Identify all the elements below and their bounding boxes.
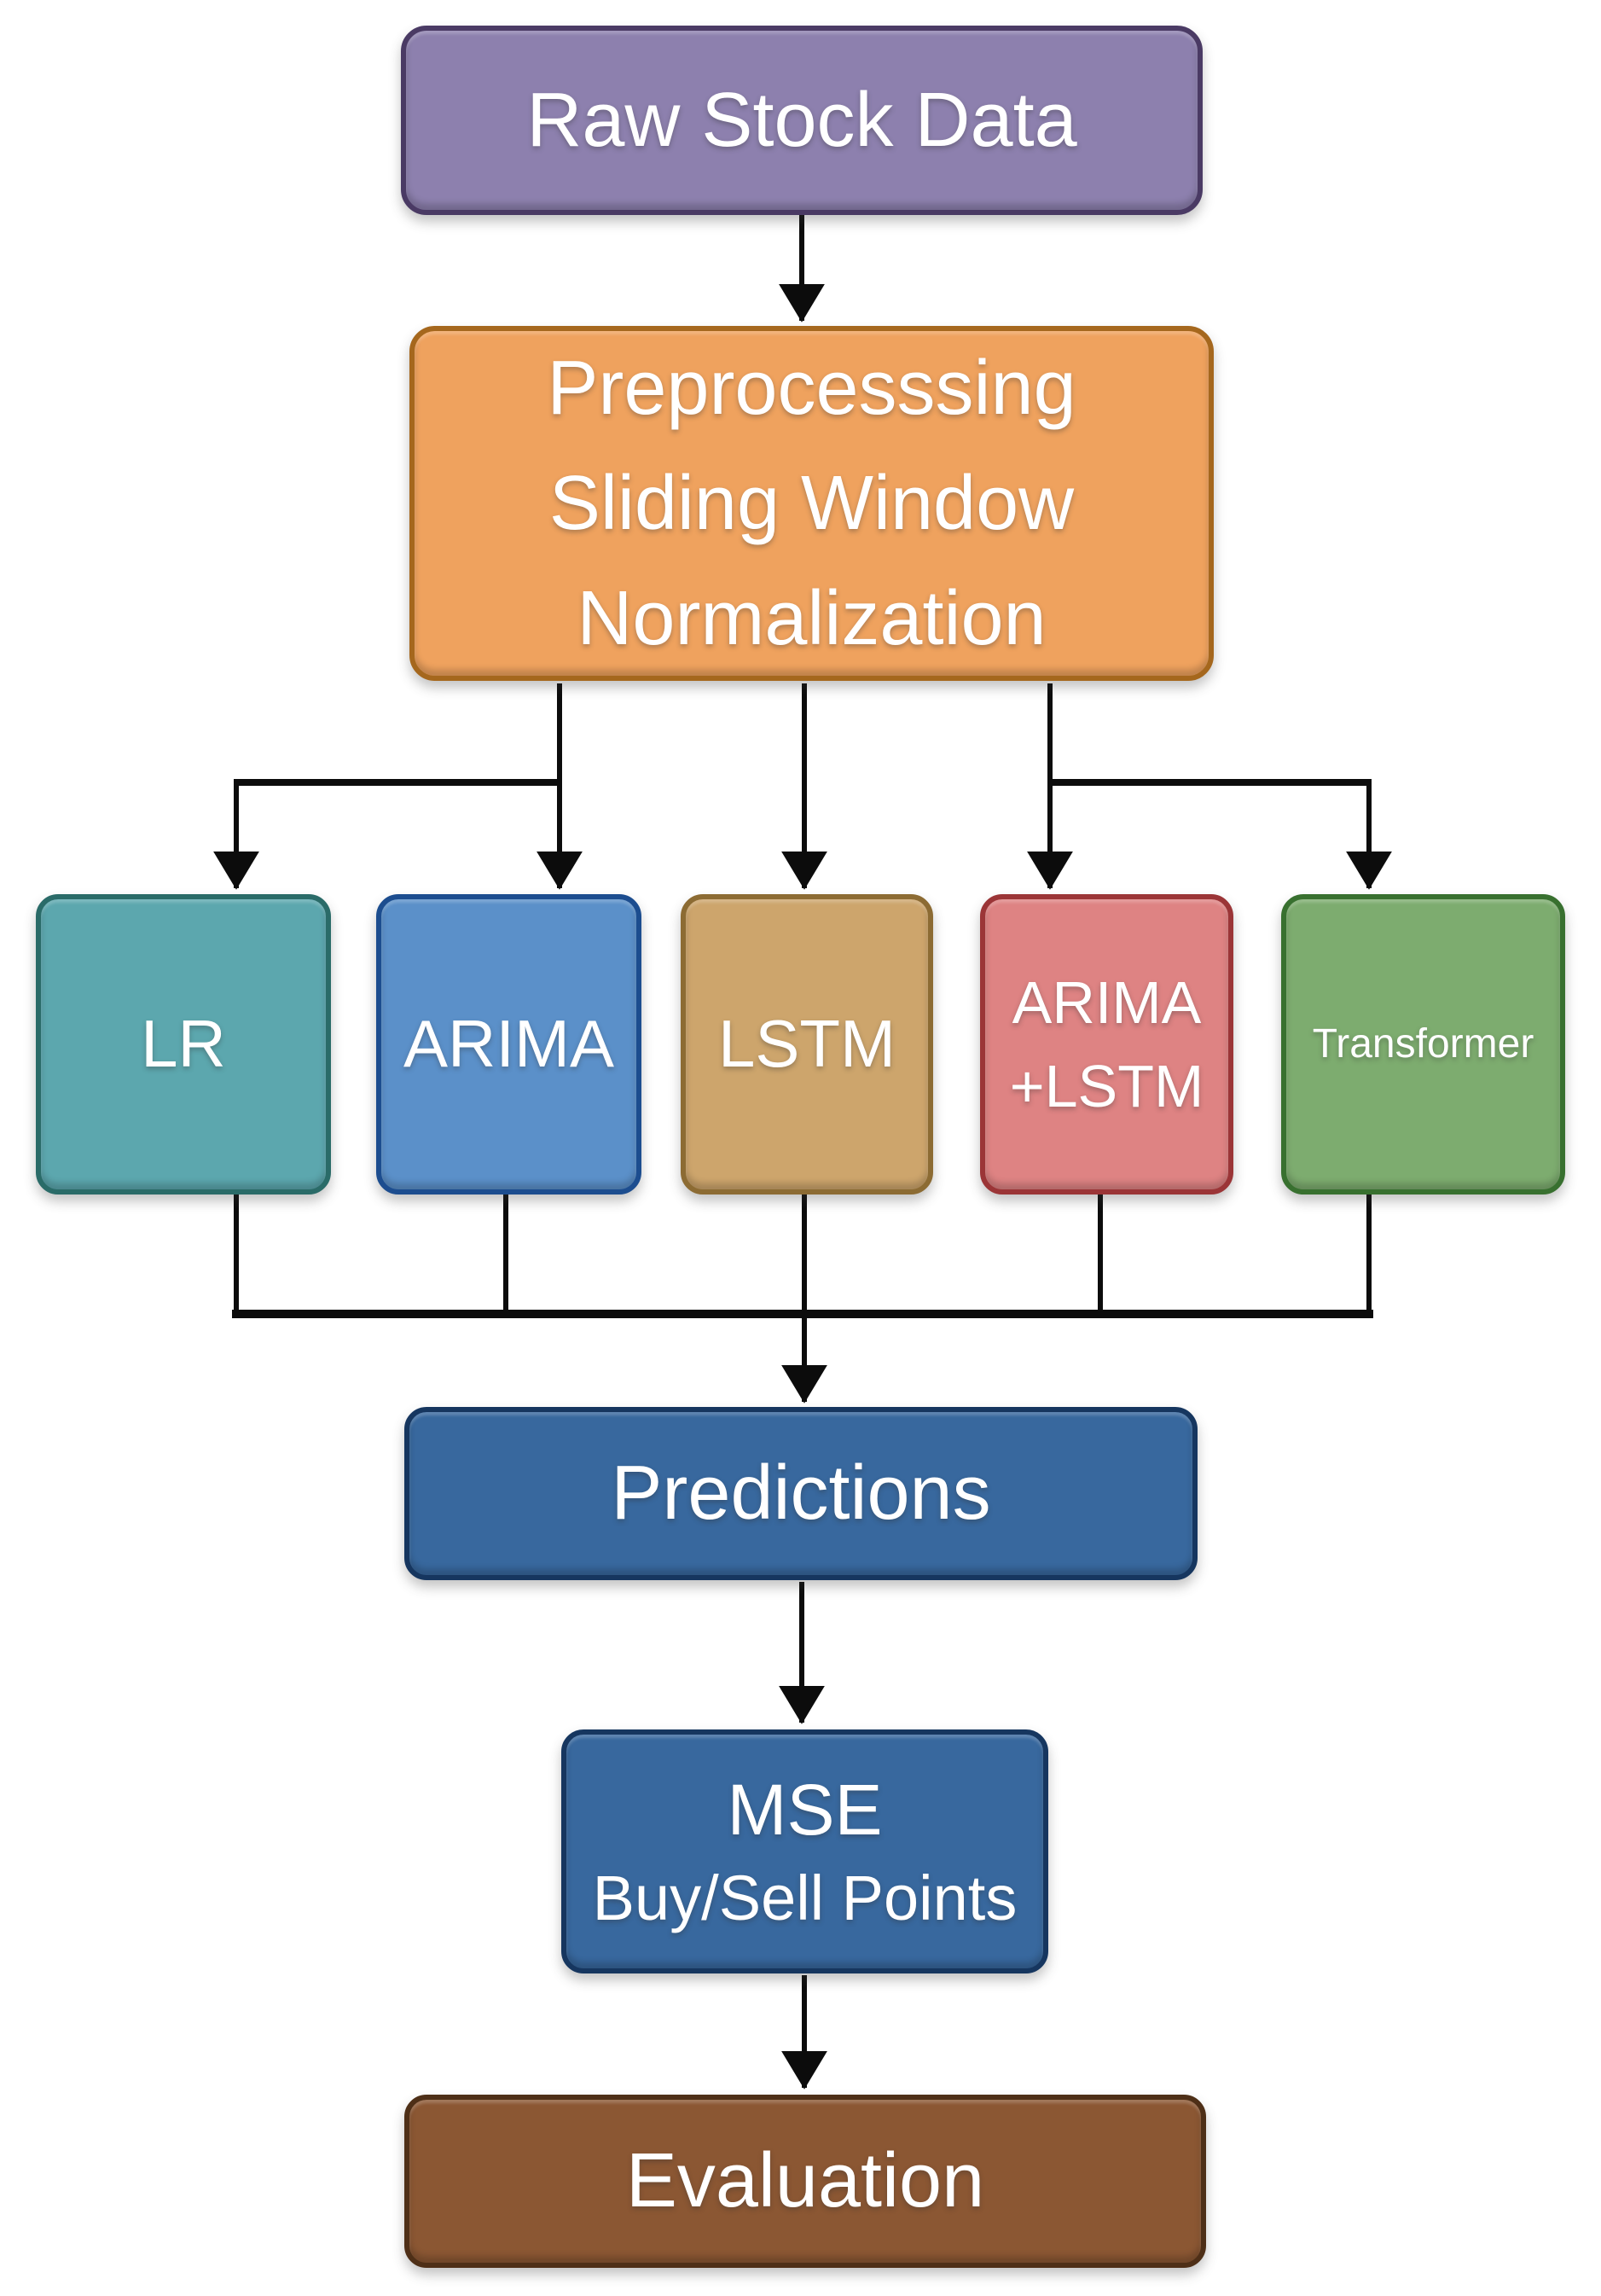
node-lstm: LSTM: [681, 894, 933, 1195]
node-label: LR: [141, 1006, 226, 1082]
node-label-line1: ARIMA: [1012, 969, 1202, 1036]
node-evaluation: Evaluation: [404, 2095, 1206, 2268]
node-label: Transformer: [1312, 1021, 1534, 1067]
node-label-line1: MSE: [727, 1770, 883, 1851]
node-label: Raw Stock Data: [526, 77, 1077, 163]
node-label: Predictions: [611, 1450, 991, 1537]
node-label: ARIMA: [403, 1006, 615, 1082]
node-label-line1: Preprocesssing: [547, 345, 1076, 431]
node-label-line2: Buy/Sell Points: [592, 1862, 1018, 1933]
node-lr: LR: [36, 894, 331, 1195]
node-arima-plus-lstm: ARIMA +LSTM: [980, 894, 1233, 1195]
node-label-line3: Normalization: [577, 575, 1047, 661]
node-raw-stock-data: Raw Stock Data: [401, 26, 1203, 215]
node-mse-buy-sell-points: MSE Buy/Sell Points: [561, 1729, 1048, 1973]
node-predictions: Predictions: [404, 1407, 1198, 1580]
node-label-line2: Sliding Window: [548, 460, 1075, 546]
node-label-line2: +LSTM: [1009, 1053, 1204, 1119]
node-preprocessing: Preprocesssing Sliding Window Normalizat…: [409, 326, 1214, 681]
node-transformer: Transformer: [1281, 894, 1565, 1195]
node-arima: ARIMA: [376, 894, 641, 1195]
node-label: Evaluation: [625, 2138, 985, 2224]
node-label: LSTM: [717, 1006, 896, 1082]
